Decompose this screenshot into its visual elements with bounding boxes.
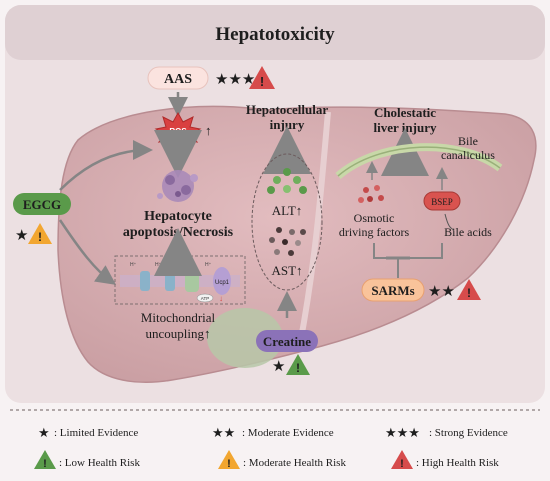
legend-strong-text: : Strong Evidence: [429, 427, 508, 439]
bsep-pill: [423, 191, 461, 211]
hepatocellular-line2: injury: [270, 117, 305, 132]
sarms-risk-mark: !: [467, 286, 471, 300]
h-ion-label-3: H⁺: [205, 262, 212, 268]
legend-moderate-risk-text: : Moderate Health Risk: [243, 457, 346, 469]
egcg-group: EGCG ★ !: [13, 193, 71, 244]
apoptosis-line1: Hepatocyte: [144, 209, 212, 224]
apoptotic-cell-icon: [157, 170, 198, 202]
egcg-moderate-risk-icon: [28, 223, 52, 244]
alt-label: ALT↑: [272, 203, 303, 218]
egcg-stars: ★: [15, 228, 28, 244]
aas-pill: [147, 66, 209, 90]
legend-high-risk-mark: !: [400, 458, 404, 470]
legend-low-risk-mark: !: [43, 458, 47, 470]
apoptosis-line2: apoptosis/Necrosis: [123, 225, 234, 240]
bile-canaliculus-line2: canaliculus: [441, 148, 495, 162]
creatine-pill: [256, 330, 318, 352]
cholestatic-line2: liver injury: [374, 120, 437, 135]
legend-limited-stars: ★: [38, 425, 50, 440]
osmotic-dots-icon: [358, 185, 384, 203]
sarms-label: SARMs: [371, 283, 414, 298]
aas-stars: ★★★: [215, 72, 255, 88]
lobe-divide: [297, 111, 331, 345]
ros-label: ROS: [169, 127, 187, 136]
sarms-group: SARMs ★★ !: [361, 278, 481, 302]
legend-strong-stars: ★★★: [385, 425, 420, 440]
h-ion-label-2: H⁺: [155, 262, 162, 268]
aas-risk-mark: !: [260, 74, 264, 89]
figure-title: Hepatotoxicity: [215, 24, 335, 45]
sarms-pill: [361, 278, 425, 302]
bsep-label: BSEP: [431, 197, 453, 207]
legend: ★ : Limited Evidence ★★ : Moderate Evide…: [34, 425, 508, 470]
bsep-bile-link: [444, 213, 455, 231]
legend-limited-text: : Limited Evidence: [54, 427, 138, 439]
bile-canaliculus-line1: Bile: [458, 134, 478, 148]
egcg-risk-mark: !: [38, 230, 42, 244]
creatine-group: Creatine ★ !: [256, 330, 318, 375]
ros-arrow: ↑: [205, 123, 212, 138]
gallbladder-shape: [207, 308, 283, 368]
egcg-to-mito-arrow: [58, 219, 117, 285]
sarms-stars: ★★: [428, 284, 455, 300]
creatine-stars: ★: [272, 359, 285, 375]
mito-line1: Mitochondrial: [141, 310, 216, 325]
legend-low-risk-icon: [34, 450, 56, 469]
legend-moderate-risk-icon: [218, 450, 240, 469]
hepatocellular-line1: Hepatocellular: [246, 102, 329, 117]
bile-acids-label: Bile acids: [444, 225, 492, 239]
ucp1-label: Ucp1: [215, 280, 230, 286]
ast-label: AST↑: [271, 263, 302, 278]
h-ion-label: H⁺: [130, 262, 137, 268]
legend-moderate-risk-mark: !: [227, 458, 231, 470]
legend-moderate-text: : Moderate Evidence: [242, 427, 334, 439]
atp-label: ATP: [201, 296, 209, 301]
egcg-to-apoptosis-arrow: [59, 140, 153, 191]
bile-canaliculus-edge: [337, 146, 501, 177]
creatine-risk-mark: !: [296, 361, 300, 375]
egcg-label: EGCG: [23, 197, 61, 212]
legend-moderate-stars: ★★: [212, 425, 235, 440]
enzyme-ellipse: [251, 153, 323, 291]
osmotic-line1: Osmotic: [354, 211, 395, 225]
cholestatic-line1: Cholestatic: [374, 105, 436, 120]
osmotic-line2: driving factors: [339, 225, 410, 239]
aas-high-risk-icon: [249, 66, 275, 89]
title-bar: [5, 5, 545, 60]
egcg-pill: [13, 193, 71, 215]
creatine-label: Creatine: [263, 334, 311, 349]
legend-low-risk-text: : Low Health Risk: [59, 457, 140, 469]
aas-label: AAS: [164, 72, 192, 87]
aas-group: AAS ★★★ !: [147, 66, 275, 90]
mito-line2: uncoupling↑: [146, 326, 211, 341]
sarms-high-risk-icon: [457, 279, 481, 300]
alt-dots-icon: [267, 168, 307, 194]
legend-high-risk-text: : High Health Risk: [416, 457, 499, 469]
atp-down-arrow: ↓: [219, 294, 223, 303]
ast-dots-icon: [269, 227, 306, 256]
creatine-low-risk-icon: [286, 354, 310, 375]
legend-high-risk-icon: [391, 450, 413, 469]
